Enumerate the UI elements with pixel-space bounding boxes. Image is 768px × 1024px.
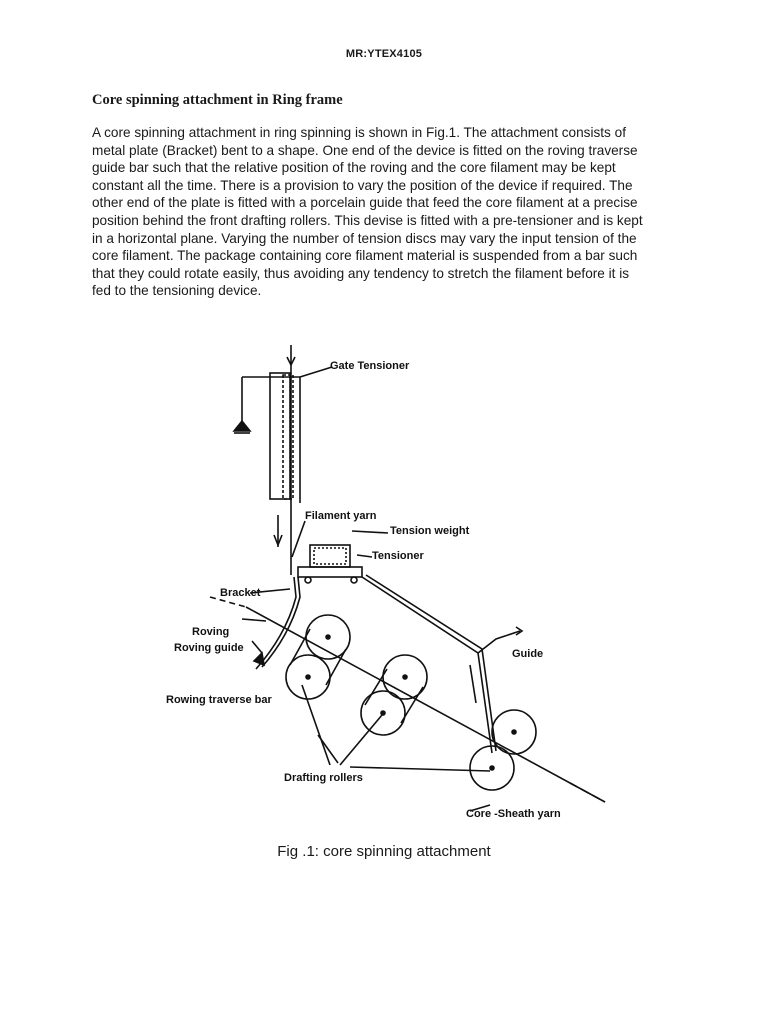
- figure-caption: Fig .1: core spinning attachment: [277, 843, 491, 860]
- body-line: guide bar such that the relative positio…: [92, 160, 616, 176]
- label-guide: Guide: [512, 648, 543, 660]
- label-filament-yarn: Filament yarn: [305, 510, 377, 522]
- label-roving-guide: Roving guide: [174, 642, 244, 654]
- label-drafting-rollers: Drafting rollers: [284, 772, 363, 784]
- gate-tensioner-frame: [269, 372, 291, 500]
- guide-leader: [477, 630, 521, 654]
- roving-guide-mark: [252, 651, 266, 667]
- drafting-roller: [491, 709, 537, 755]
- label-tension-weight: Tension weight: [390, 525, 470, 537]
- body-line: position behind the front drafting rolle…: [92, 212, 643, 228]
- label-core-sheath-yarn: Core -Sheath yarn: [466, 808, 561, 820]
- drafting-roller: [469, 745, 515, 791]
- body-line: constant all the time. There is a provis…: [92, 177, 633, 193]
- bracket-right-edge: [361, 576, 493, 754]
- drafting-roller: [360, 690, 406, 736]
- label-tensioner: Tensioner: [372, 550, 424, 562]
- label-roving: Roving: [192, 626, 229, 638]
- label-bracket: Bracket: [220, 587, 261, 599]
- document-header: MR:YTEX4105: [345, 48, 423, 60]
- body-line: A core spinning attachment in ring spinn…: [92, 125, 626, 140]
- core-spinning-figure: Gate Tensioner Filament yarn Tension wei…: [150, 335, 620, 825]
- figure-diagram: Gate Tensioner Filament yarn Tension wei…: [166, 345, 606, 820]
- section-title: Core spinning attachment in Ring frame: [92, 92, 343, 108]
- body-line: metal plate (Bracket) bent to a shape. O…: [92, 142, 638, 158]
- body-paragraph: A core spinning attachment in ring spinn…: [92, 124, 682, 300]
- tensioner-base: [297, 566, 363, 578]
- body-line: core filament. The package containing co…: [92, 248, 638, 264]
- label-roving-traverse-bar: Rowing traverse bar: [166, 694, 272, 706]
- label-gate-tensioner: Gate Tensioner: [330, 360, 410, 372]
- hanger-hook: [232, 419, 252, 432]
- body-line: other end of the plate is fitted with a …: [92, 195, 638, 211]
- body-line: that they could rotate easily, thus avoi…: [92, 265, 630, 281]
- gate-tensioner-coil: [282, 374, 294, 500]
- body-line: fed to the tensioning device.: [92, 283, 262, 299]
- body-line: in a horizontal plane. Varying the numbe…: [92, 230, 637, 246]
- feed-arrow-top: [286, 356, 296, 367]
